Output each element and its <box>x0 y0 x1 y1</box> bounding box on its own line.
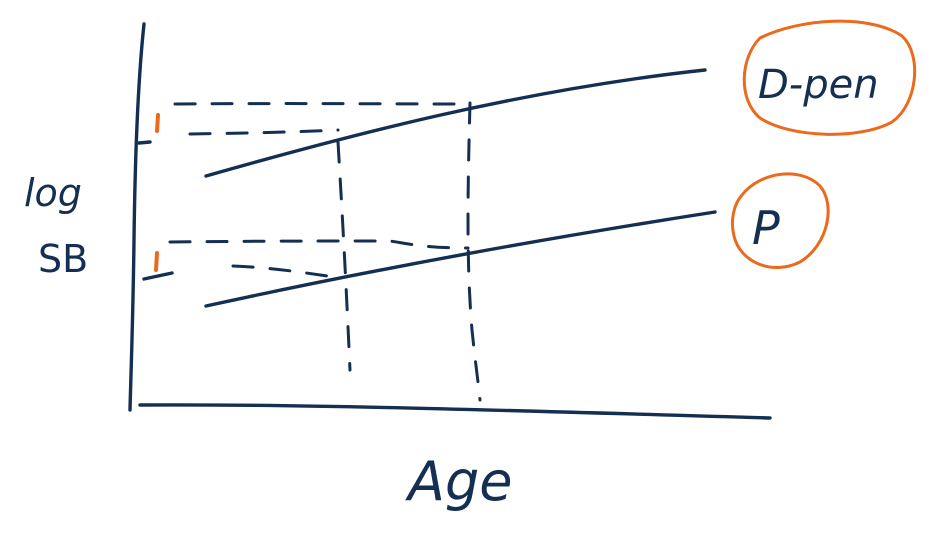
dash-vertical-left <box>336 140 352 372</box>
x-axis <box>138 403 772 420</box>
highlight-circle-p <box>730 172 830 269</box>
dash-lower-low <box>231 264 345 280</box>
y-tick-upper <box>137 140 152 145</box>
highlight-circle-d-pen <box>742 19 917 136</box>
y-axis-label-sb: SB <box>38 237 88 281</box>
dash-upper-low <box>188 128 340 136</box>
highlight-tick-lower <box>154 251 159 272</box>
highlight-tick-upper <box>155 113 160 133</box>
dash-lower-high <box>168 239 470 250</box>
x-axis-label: Age <box>405 450 512 513</box>
curve-label-p: P <box>752 201 780 255</box>
y-axis <box>128 22 146 412</box>
dash-vertical-right <box>466 101 482 402</box>
curve-label-d-pen: D-pen <box>758 62 879 108</box>
line-p <box>204 210 717 308</box>
line-d-pen <box>204 68 707 178</box>
y-axis-label-log: log <box>24 171 82 215</box>
y-tick-lower <box>142 271 174 281</box>
